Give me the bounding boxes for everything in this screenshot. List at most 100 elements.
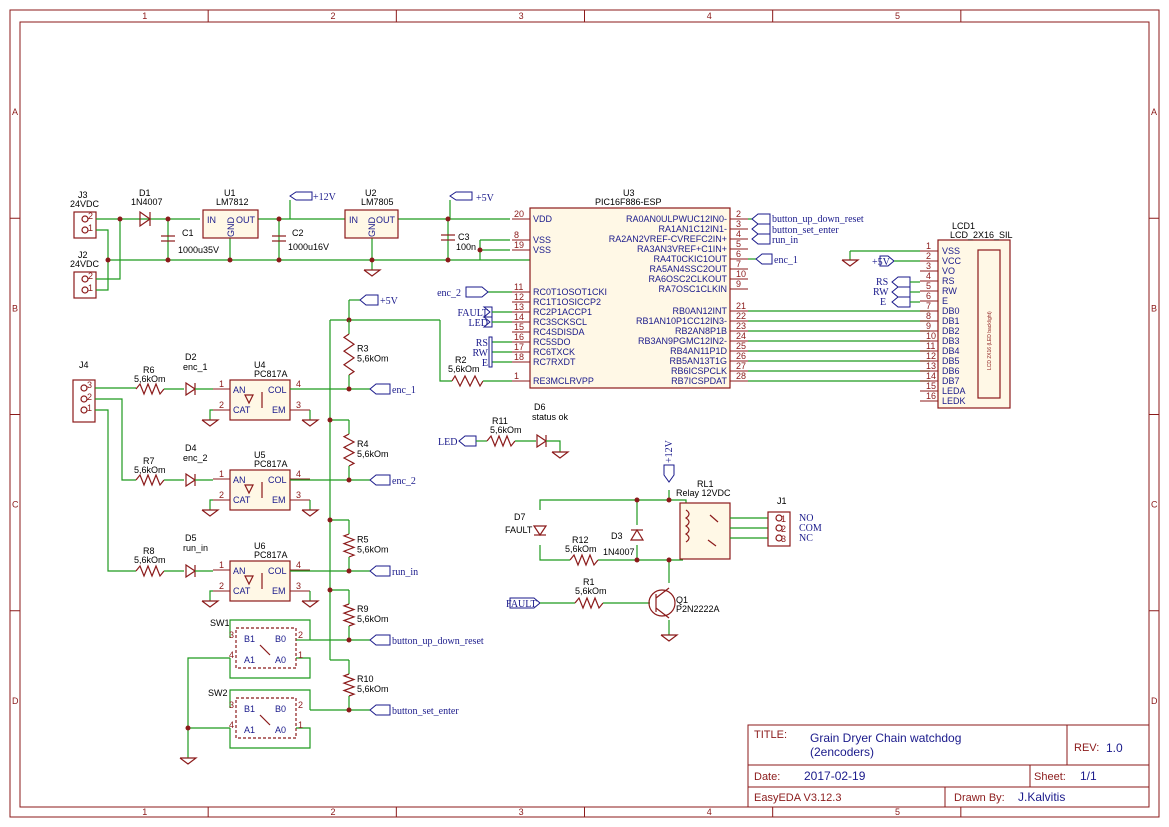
net-enc1-u3: enc_1 [774, 255, 798, 266]
sw2-p4: 4 [229, 720, 234, 730]
lcd-pin-num: 11 [926, 341, 935, 351]
u3-pin-name: RE3MCLRVPP [533, 376, 594, 386]
u3-pin-name: RB3AN9PGMC12IN2- [638, 336, 727, 346]
net-5v-pullup: +5V [380, 296, 399, 307]
u3-pin-name: RB1AN10P1CC12IN3- [636, 316, 727, 326]
net-enc2-out: enc_2 [392, 476, 416, 487]
lcd-pin-name: VSS [942, 246, 960, 256]
u3-pin-name: RA0AN0ULPWUC12IN0- [626, 214, 727, 224]
sw2-b0: B0 [275, 704, 286, 714]
lcd-pin-num: 10 [926, 331, 936, 341]
u3-pin-num: 5 [736, 239, 741, 249]
j1-com-label: COM [799, 523, 822, 534]
lcd-pin-name: RW [942, 286, 957, 296]
opto-em: EM [272, 405, 286, 415]
r8-value: 5,6kOm [134, 555, 166, 565]
d1-value: 1N4007 [131, 197, 163, 207]
pullup-value: 5,6kOm [357, 545, 389, 555]
tb-date: 2017-02-19 [804, 769, 866, 783]
opto-pin1: 1 [219, 469, 224, 479]
opto-value: PC817A [254, 459, 288, 469]
lcd-pin-name: DB5 [942, 356, 960, 366]
net-run-in-u3: run_in [772, 235, 798, 246]
u3-pin-name: RC3SCKSCL [533, 317, 587, 327]
u1-in: IN [207, 215, 216, 225]
u3-pin-num: 24 [736, 331, 746, 341]
opto-cat: CAT [233, 405, 251, 415]
tb-title-label: TITLE: [754, 729, 787, 741]
sw1-b0: B0 [275, 634, 286, 644]
j4-ref: J4 [79, 360, 89, 370]
sw2-p2: 2 [298, 700, 303, 710]
u3-pin-num: 28 [736, 371, 746, 381]
pullup-ref: R10 [357, 674, 374, 684]
grid-col-bottom: 2 [330, 807, 335, 817]
grid-row-right: B [1151, 303, 1157, 313]
net-button-up-down-reset-out: button_up_down_reset [392, 636, 484, 647]
r2-value: 5,6kOm [448, 364, 480, 374]
u3-pin-num: 18 [514, 352, 524, 362]
status-led: LED R11 5,6kOm D6 status ok [438, 402, 570, 459]
j2-value: 24VDC [70, 259, 100, 269]
sw2-p3: 3 [229, 700, 234, 710]
grid-col-bottom: 1 [142, 807, 147, 817]
power-section: J3 24VDC 2 1 J2 24VDC 2 1 [70, 188, 600, 299]
lcd-pin-name: DB6 [942, 366, 960, 376]
u3-pin-name: RB6ICSPCLK [671, 366, 727, 376]
opto-col: COL [268, 385, 287, 395]
tb-drawn: J.Kalvitis [1018, 790, 1065, 804]
opto-ref: U6 [254, 541, 266, 551]
u3-pin-name: RA3AN3VREF+C1IN+ [637, 244, 727, 254]
net-fault-relay: FAULT [506, 599, 537, 610]
grid-col-bottom: 4 [707, 807, 712, 817]
j3-value: 24VDC [70, 199, 100, 209]
r1-value: 5,6kOm [575, 586, 607, 596]
u3-pin-name: RA7OSC1CLKIN [658, 284, 727, 294]
u3-pin-name: RC4SDISDA [533, 327, 585, 337]
lcd-pin-num: 7 [926, 301, 931, 311]
u3-pin-num: 22 [736, 311, 746, 321]
u2-gnd: GND [367, 217, 377, 238]
grid-col-top: 3 [519, 11, 524, 21]
u3-pin-num: 16 [514, 332, 524, 342]
net-rw-lcd: RW [873, 287, 889, 298]
c1-ref: C1 [182, 228, 194, 238]
opto-cat: CAT [233, 495, 251, 505]
c3-value: 100n [456, 242, 476, 252]
tb-title2: (2encoders) [810, 745, 874, 759]
lcd-module: LCD1 LCD_2X16_SIL LCD 2X16 (LED backligh… [841, 221, 1013, 409]
opto-cat: CAT [233, 586, 251, 596]
opto-pin3: 3 [296, 581, 301, 591]
opto-pin4: 4 [296, 469, 301, 479]
u3-pin-name: RC2P1ACCP1 [533, 307, 592, 317]
j3-ref: J3 [78, 190, 88, 200]
opto-pin4: 4 [296, 379, 301, 389]
net-12v-relay: +12V [664, 439, 675, 463]
j1-pin1: 1 [781, 514, 786, 524]
lcd-pin-name: LEDA [942, 386, 966, 396]
u3-pin-num: 8 [514, 230, 519, 240]
opto-value: PC817A [254, 369, 288, 379]
r8-ref: R8 [143, 546, 155, 556]
u3-ref: U3 [623, 188, 635, 198]
d2-ref: D2 [185, 352, 197, 362]
pullup-ref: R9 [357, 604, 369, 614]
grid-col-bottom: 3 [519, 807, 524, 817]
lcd-pin-num: 15 [926, 381, 936, 391]
d5-value: run_in [183, 543, 208, 553]
u1-ref: U1 [224, 188, 236, 198]
j3-pin2: 2 [88, 211, 93, 221]
grid-col-top: 1 [142, 11, 147, 21]
net-button-set-enter-u3: button_set_enter [772, 225, 839, 236]
sw1-b1: B1 [244, 634, 255, 644]
lcd-body-label: LCD 2X16 (LED backlight) [987, 311, 993, 370]
net-5v-top: +5V [476, 193, 495, 204]
c3-ref: C3 [458, 232, 470, 242]
opto-ref: U5 [254, 450, 266, 460]
u1-out: OUT [236, 215, 256, 225]
net-rs-lcd: RS [876, 277, 888, 288]
d7-ref: D7 [514, 512, 526, 522]
lcd-ref: LCD1 [952, 221, 975, 231]
d6-value: status ok [532, 412, 569, 422]
